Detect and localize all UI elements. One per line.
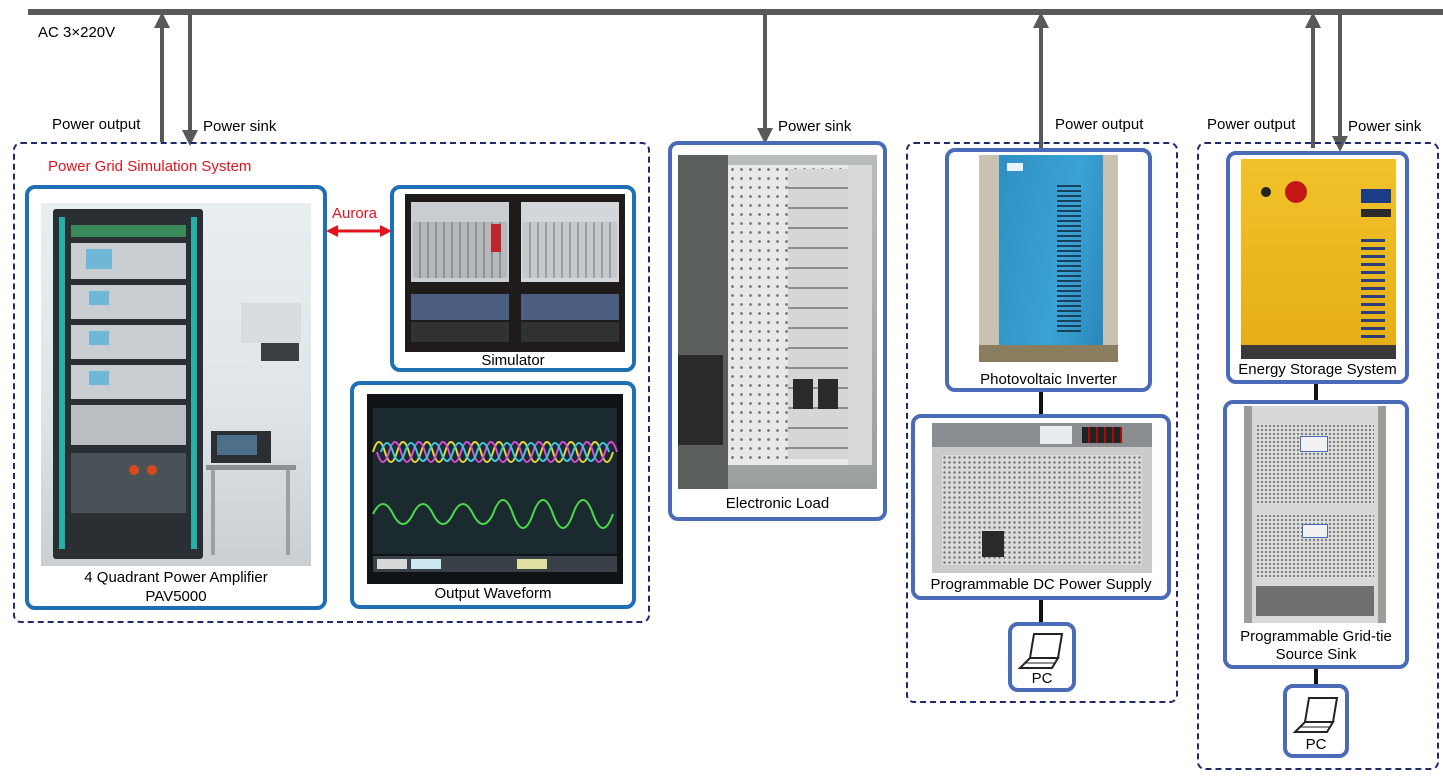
laptop-icon <box>1017 633 1064 669</box>
pv-pc-label: PC <box>1031 670 1053 687</box>
storage-pc-label: PC <box>1305 736 1327 753</box>
energy-storage-photo <box>1241 159 1396 359</box>
pv-inverter-photo <box>979 155 1118 362</box>
amplifier-label-line1: 4 Quadrant Power Amplifier <box>84 569 268 586</box>
pv-group <box>906 142 1178 703</box>
storage-sink-label: Power sink <box>1348 118 1422 135</box>
energy-storage-label: Energy Storage System <box>1238 361 1397 378</box>
load-sink-label: Power sink <box>778 118 852 135</box>
storage-group <box>1197 142 1439 770</box>
energy-storage-box: Energy Storage System <box>1226 151 1409 384</box>
storage-pc-box[interactable]: PC <box>1283 684 1349 758</box>
aurora-label: Aurora <box>332 205 378 222</box>
storage-output-label: Power output <box>1207 116 1296 133</box>
waveform-box: Output Waveform <box>350 381 636 609</box>
grid-sink-label: Power sink <box>203 118 277 135</box>
dc-supply-photo <box>932 423 1152 573</box>
dc-supply-box: Programmable DC Power Supply <box>911 414 1171 600</box>
simulator-photo <box>405 194 625 352</box>
pv-inverter-box: Photovoltaic Inverter <box>945 148 1152 392</box>
grid-sim-group <box>13 142 650 623</box>
waveform-label: Output Waveform <box>434 585 552 602</box>
electronic-load-label: Electronic Load <box>725 495 830 512</box>
pv-output-label: Power output <box>1055 116 1144 133</box>
bus-label: AC 3×220V <box>38 24 116 41</box>
grid-tie-label-line2: Source Sink <box>1275 646 1357 663</box>
amplifier-label-line2: PAV5000 <box>145 588 207 605</box>
grid-tie-box: Programmable Grid-tie Source Sink <box>1223 400 1409 669</box>
dc-supply-label: Programmable DC Power Supply <box>930 576 1152 593</box>
grid-output-label: Power output <box>52 116 141 133</box>
simulator-label: Simulator <box>481 352 545 369</box>
amplifier-photo <box>41 203 311 566</box>
grid-tie-photo <box>1244 406 1386 623</box>
laptop-icon <box>1292 697 1339 733</box>
waveform-photo <box>367 394 623 584</box>
pv-pc-box[interactable]: PC <box>1008 622 1076 692</box>
electronic-load-photo <box>678 155 877 489</box>
grid-sim-title: Power Grid Simulation System <box>48 158 252 175</box>
amplifier-box: 4 Quadrant Power Amplifier PAV5000 <box>25 185 327 610</box>
grid-tie-label-line1: Programmable Grid-tie <box>1240 628 1392 645</box>
ac-bus-bar <box>28 9 1443 15</box>
pv-inverter-label: Photovoltaic Inverter <box>980 371 1117 388</box>
electronic-load-box: Electronic Load <box>668 141 887 521</box>
simulator-box: Simulator <box>390 185 636 372</box>
